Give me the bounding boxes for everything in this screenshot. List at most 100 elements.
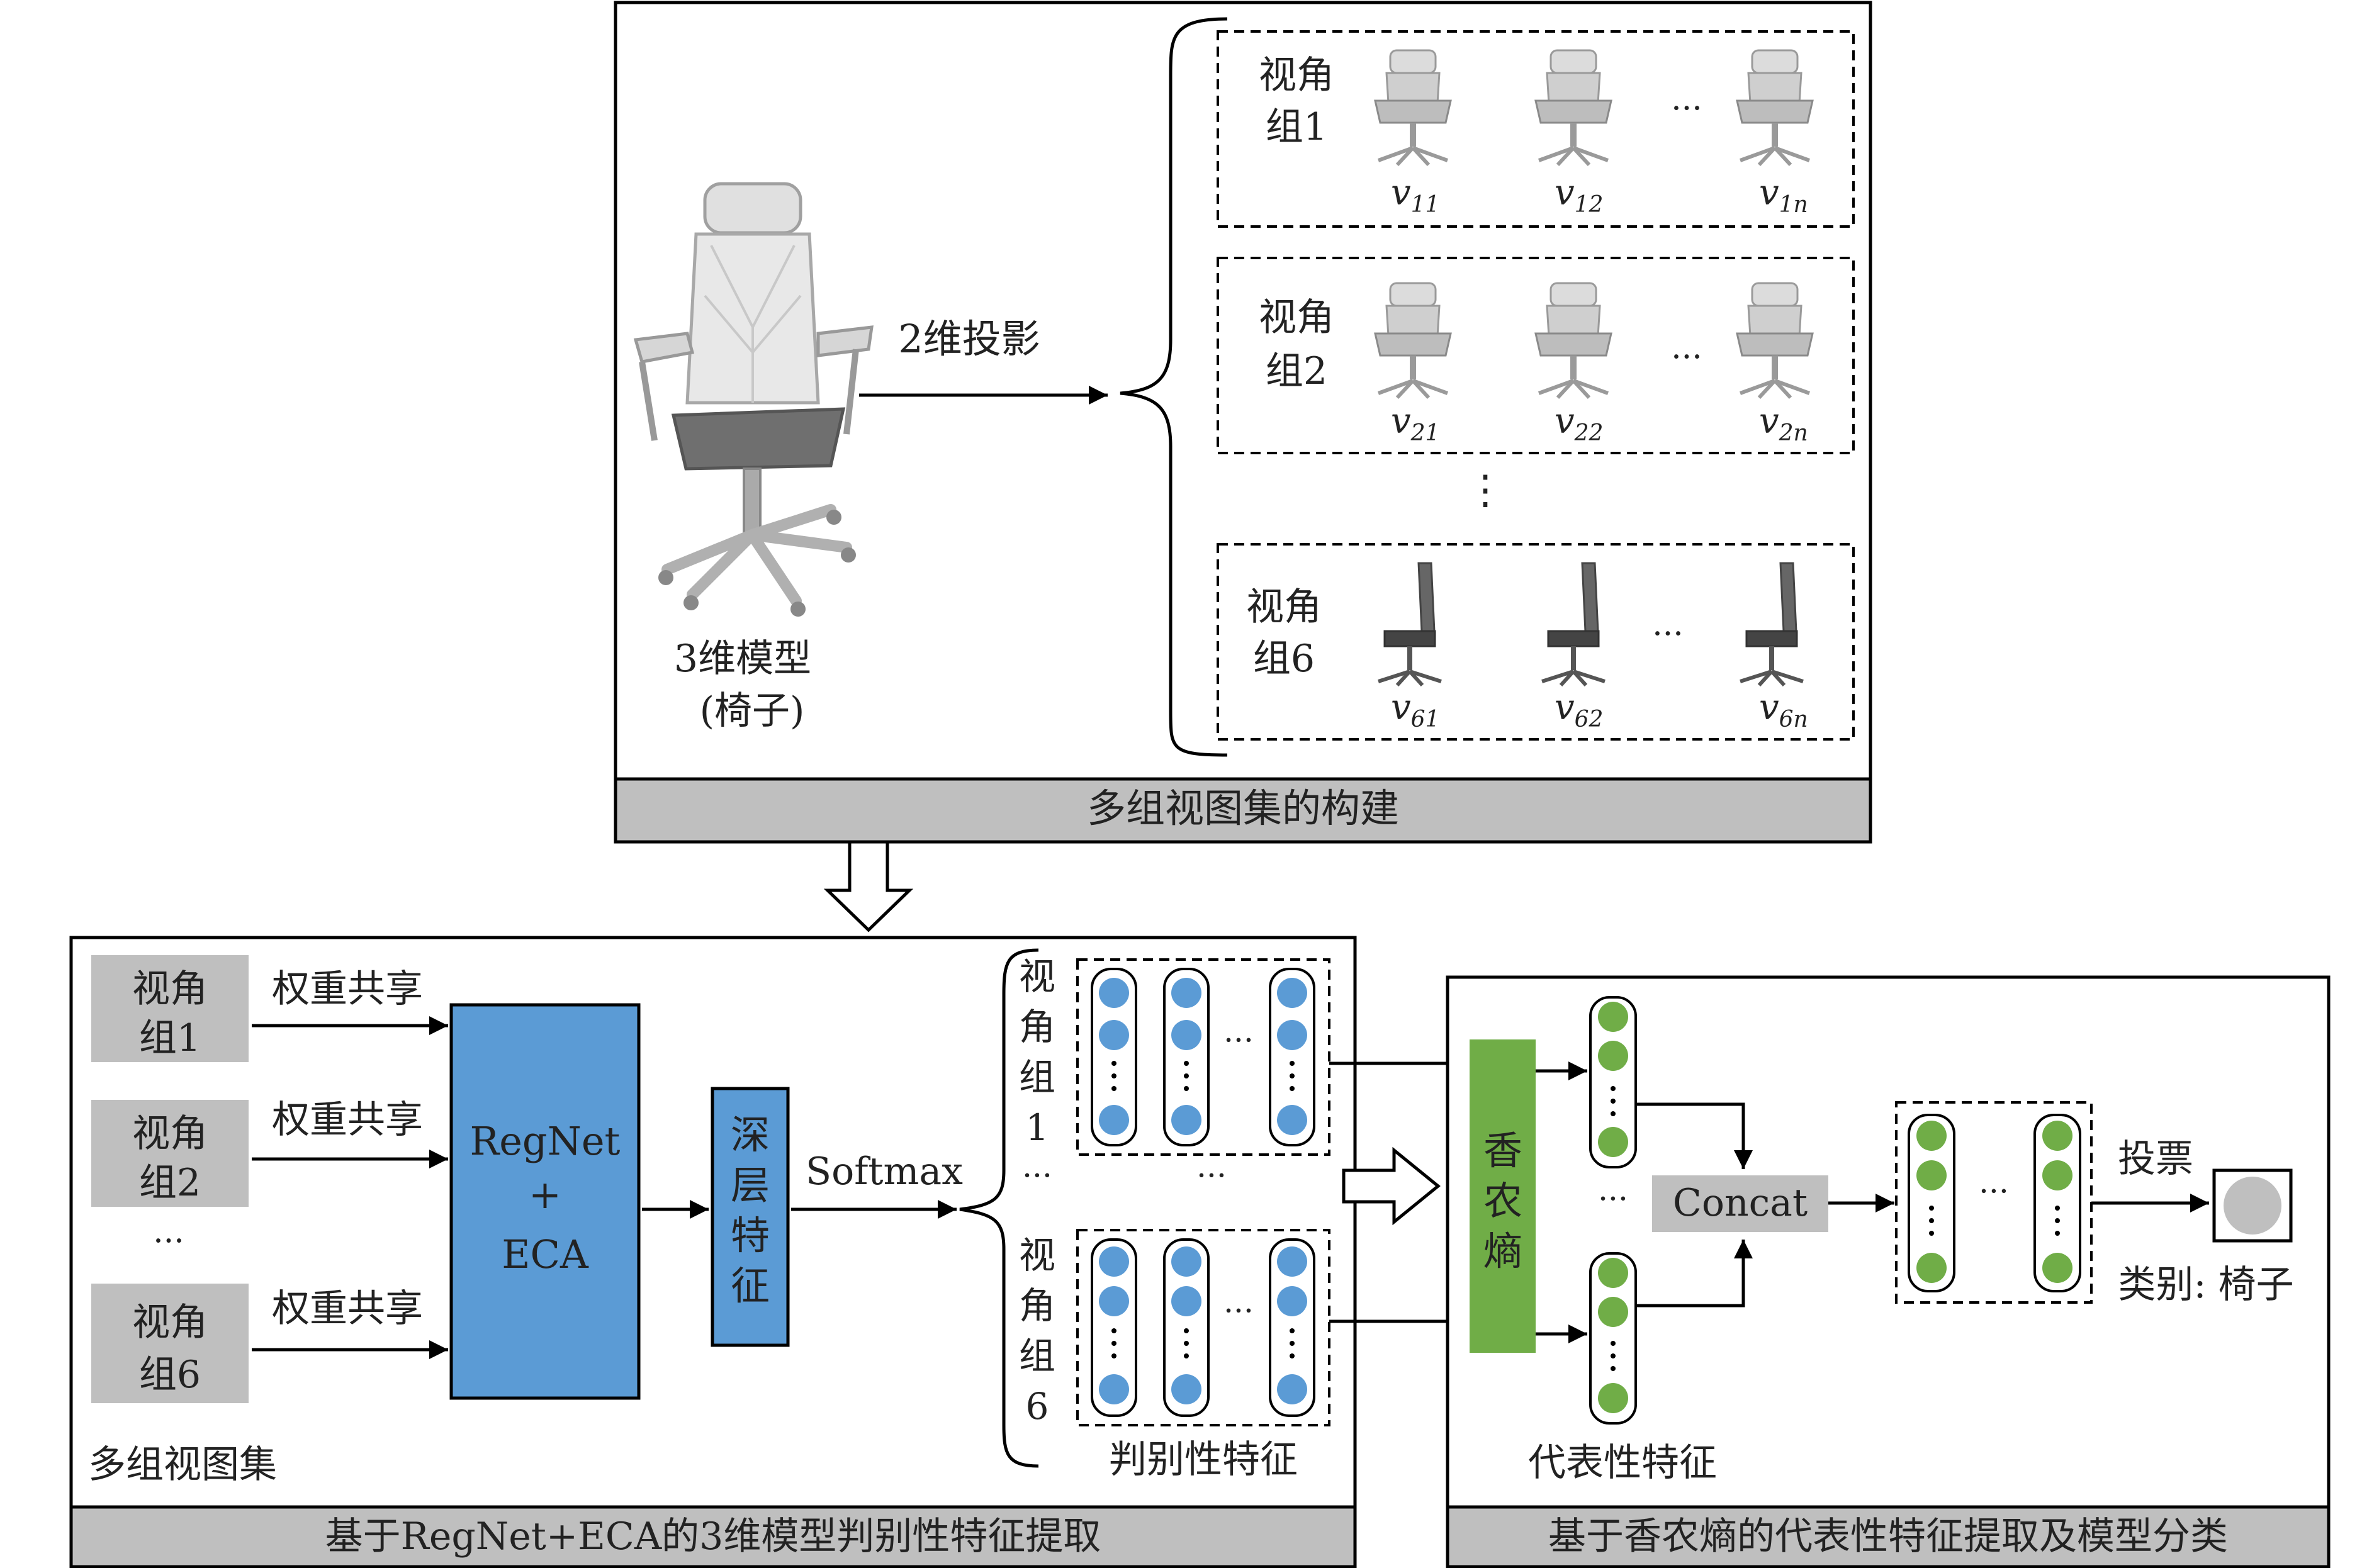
vg1-v2-main: v bbox=[1555, 172, 1575, 213]
rep-feature-column-top bbox=[1589, 996, 1637, 1168]
input-group-1-line1: 视角 bbox=[132, 967, 208, 1011]
vg1-ellipsis: ··· bbox=[1671, 90, 1702, 128]
concat-block bbox=[1652, 1175, 1828, 1232]
group-b-char-4: 6 bbox=[1026, 1385, 1049, 1428]
disc-feature-columns-b bbox=[1091, 1238, 1315, 1417]
vg6-v1-sub: 61 bbox=[1411, 707, 1440, 732]
vg2-vn: v2n bbox=[1759, 401, 1808, 446]
vg2-v2-sub: 22 bbox=[1574, 420, 1604, 446]
left-brace bbox=[959, 948, 1039, 1468]
vg1-vn-sub: 1n bbox=[1779, 192, 1808, 218]
group-a-char-4: 1 bbox=[1026, 1106, 1049, 1149]
regnet-line1: RegNet bbox=[470, 1118, 621, 1164]
regnet-line3: ECA bbox=[502, 1231, 589, 1277]
vg2-label-line2: 组2 bbox=[1266, 349, 1327, 393]
discriminative-label: 判别性特征 bbox=[1109, 1438, 1298, 1482]
hollow-right-arrow bbox=[1342, 1146, 1441, 1226]
top-brace bbox=[1120, 17, 1228, 757]
deep-feature-char-2: 层 bbox=[731, 1162, 770, 1208]
model-label-line1: 3维模型 bbox=[674, 637, 811, 681]
shannon-char-3: 熵 bbox=[1483, 1228, 1522, 1274]
input-group-2-line1: 视角 bbox=[132, 1112, 208, 1156]
vg2-vn-sub: 2n bbox=[1779, 420, 1808, 446]
input-group-2-box bbox=[91, 1100, 249, 1207]
shannon-char-2: 农 bbox=[1483, 1178, 1522, 1224]
vg1-v2: v12 bbox=[1555, 172, 1603, 218]
vg6-label-line2: 组6 bbox=[1253, 637, 1315, 681]
weight-share-label-2: 权重共享 bbox=[272, 1098, 423, 1142]
class-label: 类别: 椅子 bbox=[2118, 1263, 2293, 1307]
rep-bottom-to-concat bbox=[1636, 1240, 1753, 1308]
shannon-char-1: 香 bbox=[1483, 1128, 1522, 1173]
group-b-char-2: 角 bbox=[1019, 1284, 1055, 1327]
view-group-6-box bbox=[1217, 543, 1855, 741]
deep-feature-char-1: 深 bbox=[731, 1112, 770, 1158]
input-group-6-line2: 组6 bbox=[139, 1353, 201, 1397]
view-group-1-box bbox=[1217, 30, 1855, 228]
vg2-label-line1: 视角 bbox=[1259, 296, 1334, 340]
deep-feature-char-3: 特 bbox=[731, 1212, 770, 1258]
vg2-v1-sub: 21 bbox=[1410, 420, 1440, 446]
shannon-entropy-block bbox=[1470, 1039, 1536, 1353]
deep-feature-char-4: 征 bbox=[731, 1263, 770, 1309]
projection-label: 2维投影 bbox=[898, 316, 1040, 362]
softmax-label: Softmax bbox=[806, 1150, 963, 1194]
vg6-v2-main: v bbox=[1555, 687, 1575, 728]
result-circle bbox=[2224, 1177, 2281, 1235]
rep-feature-column-bottom bbox=[1589, 1252, 1637, 1425]
vg6-label-line1: 视角 bbox=[1246, 585, 1322, 629]
vg2-v1: v21 bbox=[1391, 401, 1439, 446]
input-group-6-box bbox=[91, 1284, 249, 1403]
right-caption-bar bbox=[1446, 1505, 2331, 1568]
left-mid-ellipsis-1: ··· bbox=[1022, 1157, 1052, 1194]
vg6-v1-main: v bbox=[1391, 687, 1411, 728]
input-group-1-box bbox=[91, 955, 249, 1062]
disc-feature-box-b bbox=[1076, 1229, 1330, 1426]
regnet-line2: + bbox=[529, 1172, 561, 1218]
left-caption: 基于RegNet+ECA的3维模型判别性特征提取 bbox=[325, 1515, 1101, 1559]
vg6-vn-main: v bbox=[1759, 687, 1779, 728]
vg1-label-line2: 组1 bbox=[1266, 105, 1327, 149]
group-a-char-1: 视 bbox=[1019, 955, 1055, 998]
input-group-2-line2: 组2 bbox=[139, 1161, 201, 1205]
left-mid-ellipsis-2: ··· bbox=[1196, 1157, 1227, 1194]
chair-3d-model bbox=[633, 182, 874, 617]
input-group-1-line2: 组1 bbox=[139, 1016, 201, 1060]
vote-label: 投票 bbox=[2118, 1137, 2193, 1181]
vg2-v2-main: v bbox=[1555, 401, 1575, 442]
top-vertical-ellipsis: ⋮ bbox=[1465, 467, 1505, 513]
input-group-6-line1: 视角 bbox=[132, 1301, 208, 1345]
disc-a-ellipsis: ··· bbox=[1223, 1022, 1254, 1058]
disc-feature-box-a bbox=[1076, 958, 1330, 1156]
vg1-v2-sub: 12 bbox=[1575, 192, 1604, 218]
vg6-v2: v62 bbox=[1555, 687, 1603, 732]
vg1-v1: v11 bbox=[1391, 172, 1439, 218]
top-caption-bar bbox=[614, 777, 1872, 844]
disc-feature-columns-a bbox=[1091, 968, 1315, 1146]
representative-label: 代表性特征 bbox=[1528, 1441, 1717, 1485]
vg6-v1: v61 bbox=[1391, 687, 1439, 732]
view-group-2-box bbox=[1217, 257, 1855, 454]
group-a-char-2: 角 bbox=[1019, 1005, 1055, 1048]
right-caption: 基于香农熵的代表性特征提取及模型分类 bbox=[1548, 1515, 2228, 1559]
vg6-vn: v6n bbox=[1759, 687, 1808, 732]
vg1-v1-main: v bbox=[1391, 172, 1411, 213]
vg6-ellipsis: ··· bbox=[1652, 615, 1684, 653]
multi-view-set-label: 多组视图集 bbox=[88, 1443, 277, 1487]
group-b-char-3: 组 bbox=[1019, 1335, 1055, 1377]
regnet-eca-block bbox=[449, 1003, 641, 1400]
hollow-down-arrow bbox=[823, 840, 914, 932]
model-label-line2: (椅子) bbox=[700, 689, 805, 733]
rep-ellipsis: ··· bbox=[1598, 1180, 1628, 1217]
concat-feature-columns bbox=[1908, 1114, 2081, 1292]
group-b-char-1: 视 bbox=[1019, 1234, 1055, 1277]
vg2-v1-main: v bbox=[1391, 401, 1411, 442]
left-caption-bar bbox=[69, 1505, 1357, 1568]
rep-top-to-concat bbox=[1636, 1102, 1753, 1169]
vg1-label-line1: 视角 bbox=[1259, 53, 1334, 98]
weight-share-label-1: 权重共享 bbox=[272, 967, 423, 1011]
vg1-v1-sub: 11 bbox=[1411, 192, 1440, 218]
concat-label: Concat bbox=[1673, 1181, 1808, 1225]
vg2-vn-main: v bbox=[1759, 401, 1779, 442]
